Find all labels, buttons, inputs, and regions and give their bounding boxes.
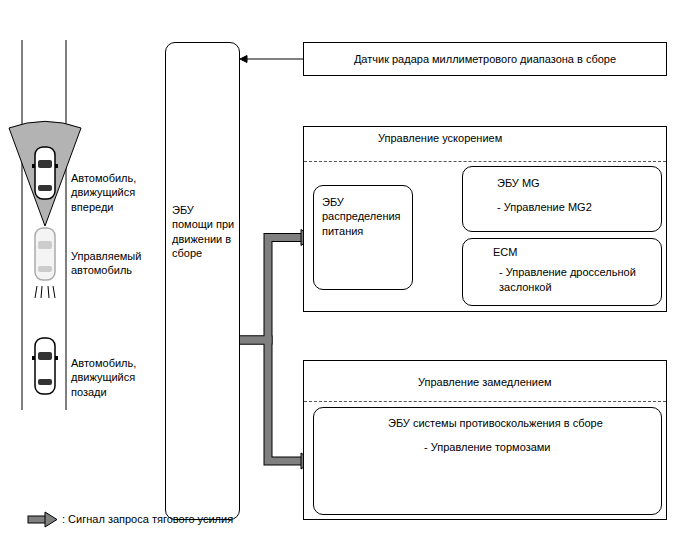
node-title: ECM: [493, 245, 655, 259]
group-panel: Управление замедлениемЭБУ системы против…: [303, 360, 667, 520]
controlled-car: [35, 228, 55, 298]
dashed-separator: [304, 161, 666, 162]
node-title: Датчик радара миллиметрового диапазона в…: [310, 52, 660, 66]
ecu-box: ЭБУ помощи при движении в сборе: [165, 42, 240, 520]
front-car: [32, 147, 58, 199]
legend-arrow-sample: [28, 512, 57, 527]
node-body: - Управление тормозами: [388, 440, 655, 454]
sensor-box: Датчик радара миллиметрового диапазона в…: [303, 42, 667, 76]
ecu-box: ЭБУ распределения питания: [313, 185, 413, 290]
connector: [246, 59, 303, 60]
node-title: ЭБУ распределения питания: [322, 195, 408, 238]
arrowhead: [240, 56, 247, 63]
ecu-box: ECM - Управление дроссельной заслонкой: [462, 238, 662, 306]
connector-outline: [240, 238, 302, 341]
road-edge: [66, 40, 67, 410]
node-title: ЭБУ системы противоскольжения в сборе: [388, 416, 655, 430]
dashed-separator: [304, 401, 666, 402]
road-edge: [22, 40, 23, 410]
request-signal-arrow: [240, 238, 302, 341]
node-title: Управление замедлением: [418, 375, 660, 389]
legend-text: : Сигнал запроса тягового усилия: [62, 512, 362, 526]
node-body: - Управление MG2: [497, 200, 655, 214]
group-panel: Управление ускорениемЭБУ распределения п…: [303, 126, 667, 312]
ecu-box: ЭБУ MG - Управление MG2: [462, 166, 662, 232]
node-title: ЭБУ MG: [497, 176, 655, 190]
vehicle-label: Автомобиль, движущийся позади: [71, 356, 161, 399]
vehicle-label: Автомобиль, движущийся впереди: [71, 171, 161, 214]
connector-outline: [240, 340, 302, 461]
ecu-box: ЭБУ системы противоскольжения в сборе - У…: [313, 407, 662, 515]
node-body: - Управление дроссельной заслонкой: [493, 265, 655, 294]
radar-cone: [9, 122, 81, 226]
node-title: ЭБУ помощи при движении в сборе: [172, 203, 235, 260]
rear-car: [32, 338, 58, 394]
node-title: Управление ускорением: [378, 131, 660, 145]
request-signal-arrow: [240, 340, 302, 461]
vehicle-label: Управляемый автомобиль: [71, 249, 161, 278]
